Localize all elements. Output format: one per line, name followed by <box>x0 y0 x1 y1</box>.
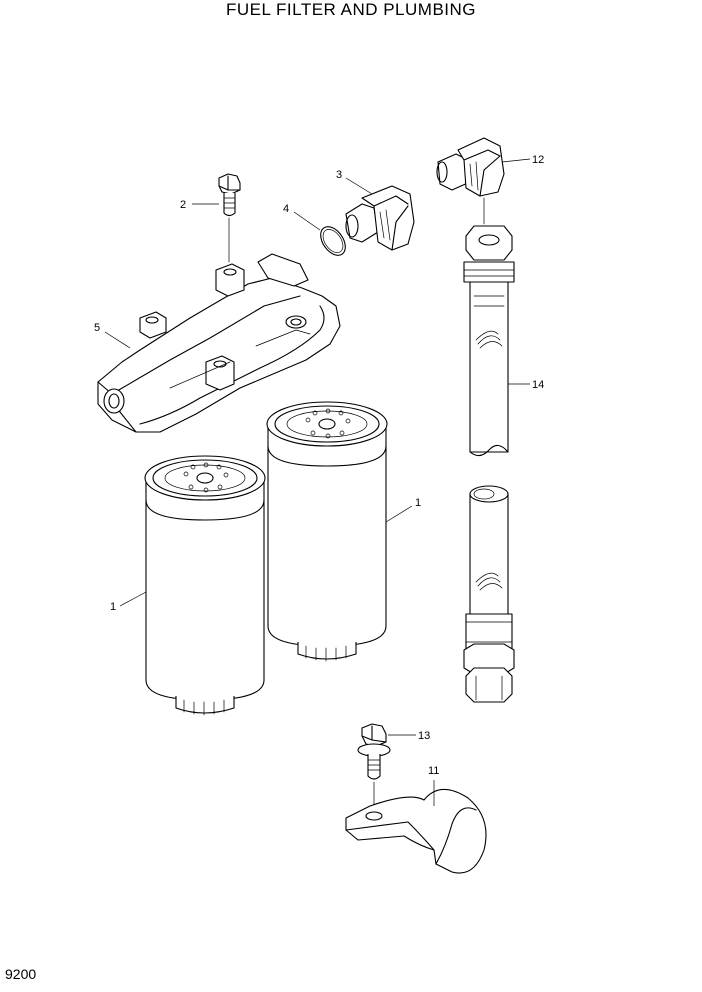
filter-holes-left <box>183 462 229 493</box>
callout-2: 2 <box>180 199 186 211</box>
page-number: 9200 <box>5 966 37 982</box>
part-fuel-filter-right[interactable] <box>266 401 388 662</box>
part-fuel-hose-upper[interactable] <box>463 225 515 457</box>
leader-lines <box>104 158 531 806</box>
callout-12: 12 <box>532 154 544 166</box>
part-fuel-hose-lower[interactable] <box>463 485 515 703</box>
callout-11: 11 <box>428 765 439 777</box>
callout-3: 3 <box>336 169 342 181</box>
callout-1-right: 1 <box>415 497 421 509</box>
callout-13: 13 <box>418 730 430 742</box>
part-elbow-fitting[interactable] <box>345 185 415 251</box>
part-bolt-washer[interactable] <box>357 723 391 817</box>
page-title: FUEL FILTER AND PLUMBING <box>225 0 477 19</box>
part-filter-head[interactable] <box>97 253 341 433</box>
part-clamp[interactable] <box>345 788 487 874</box>
callout-5: 5 <box>94 322 100 334</box>
part-fuel-filter-left[interactable] <box>144 455 266 716</box>
callout-4: 4 <box>283 203 289 215</box>
callout-labels: 2 3 4 5 12 14 1 1 13 11 <box>94 154 544 777</box>
callout-1-left: 1 <box>110 601 116 613</box>
part-bolt[interactable] <box>218 173 241 263</box>
callout-14: 14 <box>532 379 544 391</box>
part-elbow-fitting-top[interactable] <box>436 137 505 225</box>
part-o-ring[interactable] <box>316 222 351 260</box>
filter-holes-right <box>305 408 351 439</box>
